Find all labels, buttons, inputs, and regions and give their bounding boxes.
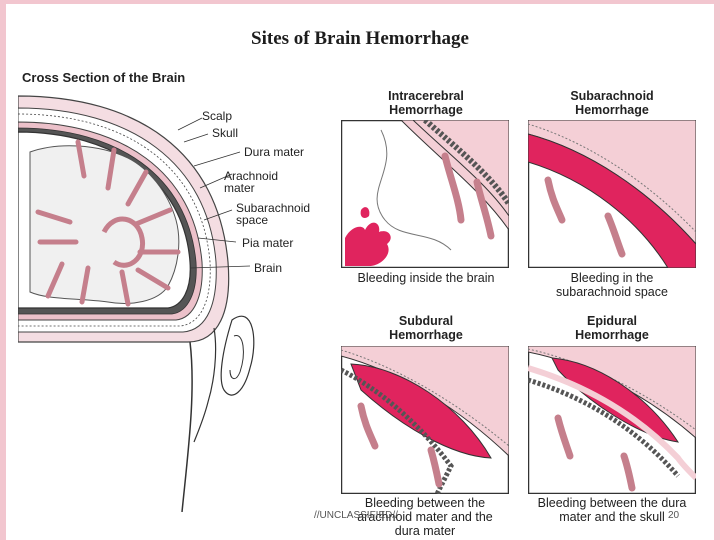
label-subarachnoid-space: Subarachnoid space [236,201,311,227]
subarachnoid-panel-illustration [528,120,696,268]
epidural-panel-illustration [528,346,696,494]
panel-title-intracerebral: Intracerebral Hemorrhage [388,89,464,117]
caption-subarachnoid: Bleeding in the subarachnoid space [556,271,668,299]
brain-cross-section-illustration [18,95,255,512]
panel-title-subarachnoid: Subarachnoid Hemorrhage [570,89,654,117]
label-dura-mater: Dura mater [244,145,305,159]
intracerebral-panel-illustration [341,120,509,268]
cross-section-label: Cross Section of the Brain [22,70,186,85]
label-skull: Skull [212,126,239,140]
page-title: Sites of Brain Hemorrhage [251,28,469,49]
caption-subdural: Bleeding between the arachnoid mater and… [357,496,493,538]
panel-title-epidural: Epidural Hemorrhage [575,314,649,342]
caption-epidural: Bleeding between the dura mater and the … [537,496,687,524]
label-scalp: Scalp [202,109,233,123]
panel-title-subdural: Subdural Hemorrhage [389,314,463,342]
subdural-panel-illustration [341,346,509,494]
page-number: 20 [668,510,680,521]
label-brain: Brain [254,261,283,275]
classification-footer: //UNCLASSIFIED// [314,510,398,521]
label-pia-mater: Pia mater [242,236,294,250]
label-arachnoid-mater: Arachnoid mater [224,169,279,195]
caption-intracerebral: Bleeding inside the brain [357,271,495,285]
